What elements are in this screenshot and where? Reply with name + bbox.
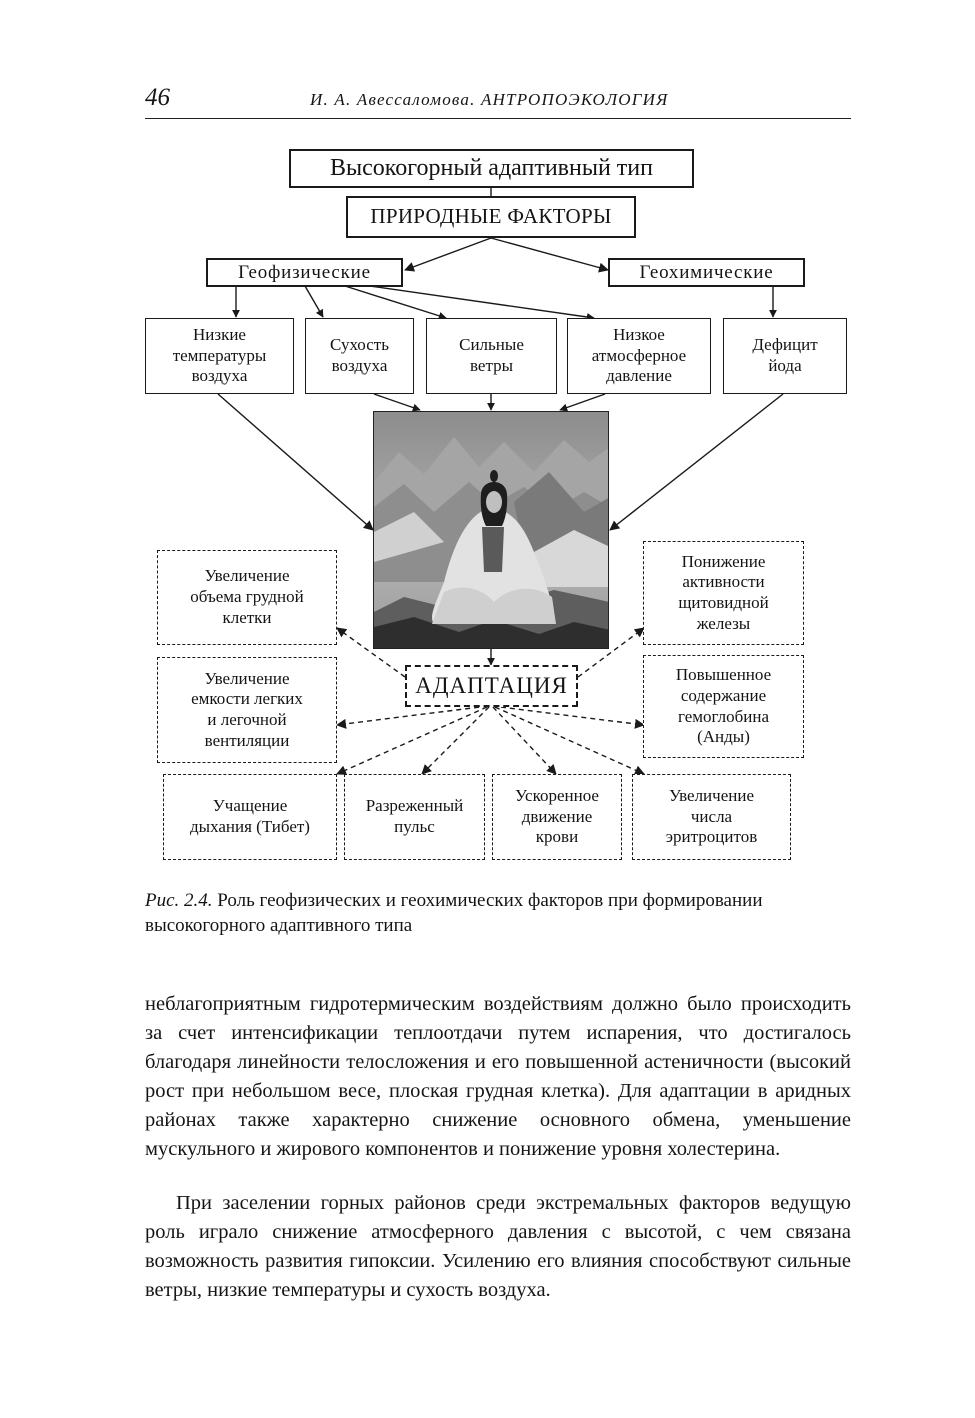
diagram-title: Высокогорный адаптивный тип bbox=[330, 154, 653, 181]
effect-thyroid-activity: Понижение активности щитовидной железы bbox=[678, 551, 769, 633]
arrow-iodine-photo bbox=[609, 393, 784, 531]
adaptation-box: АДАПТАЦИЯ bbox=[405, 665, 578, 707]
running-head: И. А. Авессаломова. АНТРОПОЭКОЛОГИЯ bbox=[310, 90, 669, 109]
effect-breathing-rate: Учащение дыхания (Тибет) bbox=[190, 796, 310, 836]
effect-breathing-box: Учащение дыхания (Тибет) bbox=[163, 774, 337, 860]
page-number: 46 bbox=[145, 84, 170, 111]
figure-caption-text: Роль геофизических и геохимических факто… bbox=[145, 890, 763, 936]
header-rule bbox=[145, 118, 851, 119]
effect-lung-capacity: Увеличение емкости легких и легочной вен… bbox=[191, 668, 303, 750]
effect-pulse-box: Разреженный пульс bbox=[344, 774, 485, 860]
factor-low-pressure: Низкое атмосферное давление bbox=[591, 324, 687, 386]
effect-chest-volume-box: Увеличение объема грудной клетки bbox=[157, 550, 337, 645]
arrow-adapt-chest bbox=[336, 627, 406, 678]
factor-dryness: Сухость воздуха bbox=[330, 335, 389, 375]
effect-blood-flow-box: Ускоренное движение крови bbox=[492, 774, 622, 860]
arrow-adapt-blood bbox=[492, 706, 557, 775]
adaptation-label: АДАПТАЦИЯ bbox=[415, 672, 568, 698]
factor-low-pressure-box: Низкое атмосферное давление bbox=[567, 318, 711, 394]
arrow-adapt-thyroid bbox=[577, 627, 645, 678]
arrow-adapt-pulse bbox=[421, 706, 490, 775]
arrow-geo-dryness bbox=[304, 285, 324, 318]
arrow-dryness-photo bbox=[373, 393, 421, 412]
effect-thyroid-box: Понижение активности щитовидной железы bbox=[643, 541, 804, 645]
arrow-factors-geochemical bbox=[490, 237, 609, 273]
diagram-title-box: Высокогорный адаптивный тип bbox=[289, 149, 694, 188]
arrow-pressure-photo bbox=[559, 393, 606, 412]
natural-factors-box: ПРИРОДНЫЕ ФАКТОРЫ bbox=[346, 196, 636, 238]
geochemical-label: Геохимические bbox=[639, 261, 774, 283]
geophysical-label: Геофизические bbox=[238, 261, 371, 283]
effect-chest-volume: Увеличение объема грудной клетки bbox=[190, 566, 304, 627]
arrow-geo-pressure bbox=[369, 285, 595, 321]
factor-low-temperature-box: Низкие температуры воздуха bbox=[145, 318, 294, 394]
factor-dryness-box: Сухость воздуха bbox=[305, 318, 414, 394]
effect-erythrocytes: Увеличение числа эритроцитов bbox=[665, 785, 758, 847]
factor-winds-box: Сильные ветры bbox=[426, 318, 557, 394]
paragraph-2: При заселении горных районов среди экстр… bbox=[145, 1192, 851, 1301]
effect-erythrocytes-box: Увеличение числа эритроцитов bbox=[632, 774, 791, 860]
arrow-factors-geophysical bbox=[404, 237, 492, 272]
factor-winds: Сильные ветры bbox=[459, 335, 524, 375]
effect-hemoglobin: Повышенное содержание гемоглобина (Анды) bbox=[675, 665, 772, 747]
factor-iodine-deficit: Дефицит йода bbox=[752, 335, 818, 375]
figure-caption: Рис. 2.4. Роль геофизических и геохимиче… bbox=[145, 888, 851, 938]
effect-pulse: Разреженный пульс bbox=[365, 796, 464, 836]
effect-lung-capacity-box: Увеличение емкости легких и легочной вен… bbox=[157, 657, 337, 763]
arrow-geo-winds bbox=[344, 285, 447, 320]
geophysical-box: Геофизические bbox=[206, 258, 403, 287]
arrow-adapt-erythrocytes bbox=[494, 706, 645, 775]
mountain-monk-photo bbox=[373, 411, 609, 649]
factor-low-temperature: Низкие температуры воздуха bbox=[172, 324, 267, 386]
paragraph-1: неблагоприятным гидротермическим воздейс… bbox=[145, 993, 851, 1160]
natural-factors-label: ПРИРОДНЫЕ ФАКТОРЫ bbox=[370, 204, 612, 229]
effect-hemoglobin-box: Повышенное содержание гемоглобина (Анды) bbox=[643, 655, 804, 758]
arrow-adapt-lungs bbox=[336, 705, 489, 729]
figure-label: Рис. 2.4. bbox=[145, 890, 213, 911]
geochemical-box: Геохимические bbox=[608, 258, 805, 287]
effect-blood-flow: Ускоренное движение крови bbox=[515, 785, 599, 847]
factor-iodine-box: Дефицит йода bbox=[723, 318, 847, 394]
arrow-temp-photo bbox=[217, 393, 374, 531]
arrow-adapt-breathing bbox=[336, 706, 488, 775]
arrow-adapt-hemoglobin bbox=[491, 705, 645, 729]
